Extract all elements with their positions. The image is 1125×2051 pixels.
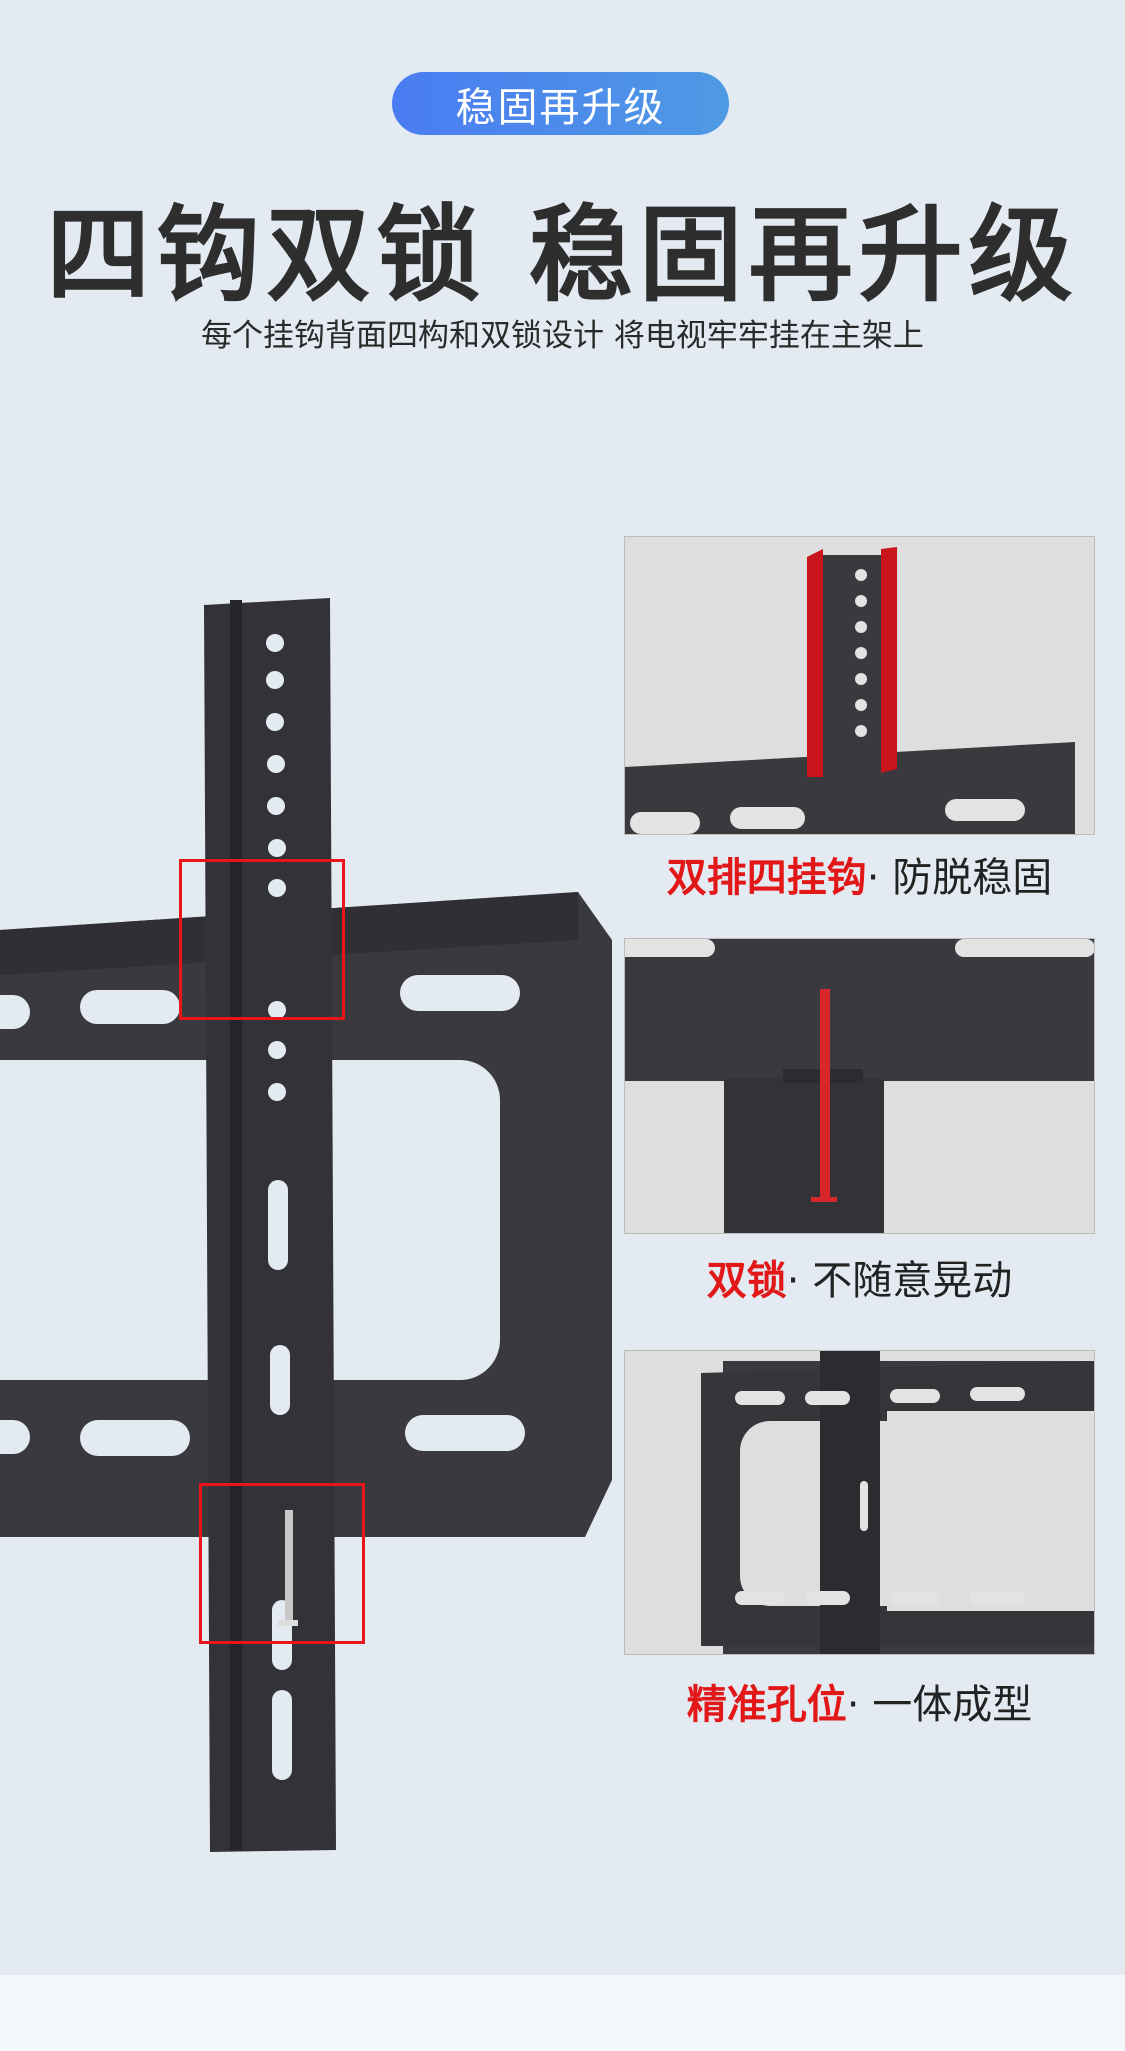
feature-highlight: 双排四挂钩 [666,855,867,901]
hooks-detail-image [625,547,1075,834]
bottom-strip [0,1975,1125,2051]
subtitle: 每个挂钩背面四构和双锁设计 将电视牢牢挂在主架上 [201,318,924,354]
highlight-box-hooks [179,859,345,1020]
feature-text: · 防脱稳固 [866,855,1053,901]
page-title: 四钩双锁 稳固再升级 [46,194,1079,316]
feature-highlight: 双锁 [706,1258,787,1304]
highlight-box-lock [199,1483,365,1644]
detail-panel-hooks [624,536,1095,835]
feature-text: · 一体成型 [846,1682,1033,1728]
feature-caption-1: 双排四挂钩· 防脱稳固 [624,845,1095,903]
detail-panel-holes [624,1350,1095,1655]
feature-caption-3: 精准孔位· 一体成型 [624,1672,1095,1730]
holes-detail-image [701,1351,1094,1654]
feature-highlight: 精准孔位 [686,1682,847,1728]
badge: 稳固再升级 [392,72,729,135]
feature-caption-2: 双锁· 不随意晃动 [624,1248,1095,1306]
wall-mount-bracket-illustration [0,598,612,1852]
feature-text: · 不随意晃动 [786,1258,1013,1304]
lock-detail-image [625,939,1094,1233]
detail-panel-lock [624,938,1095,1234]
